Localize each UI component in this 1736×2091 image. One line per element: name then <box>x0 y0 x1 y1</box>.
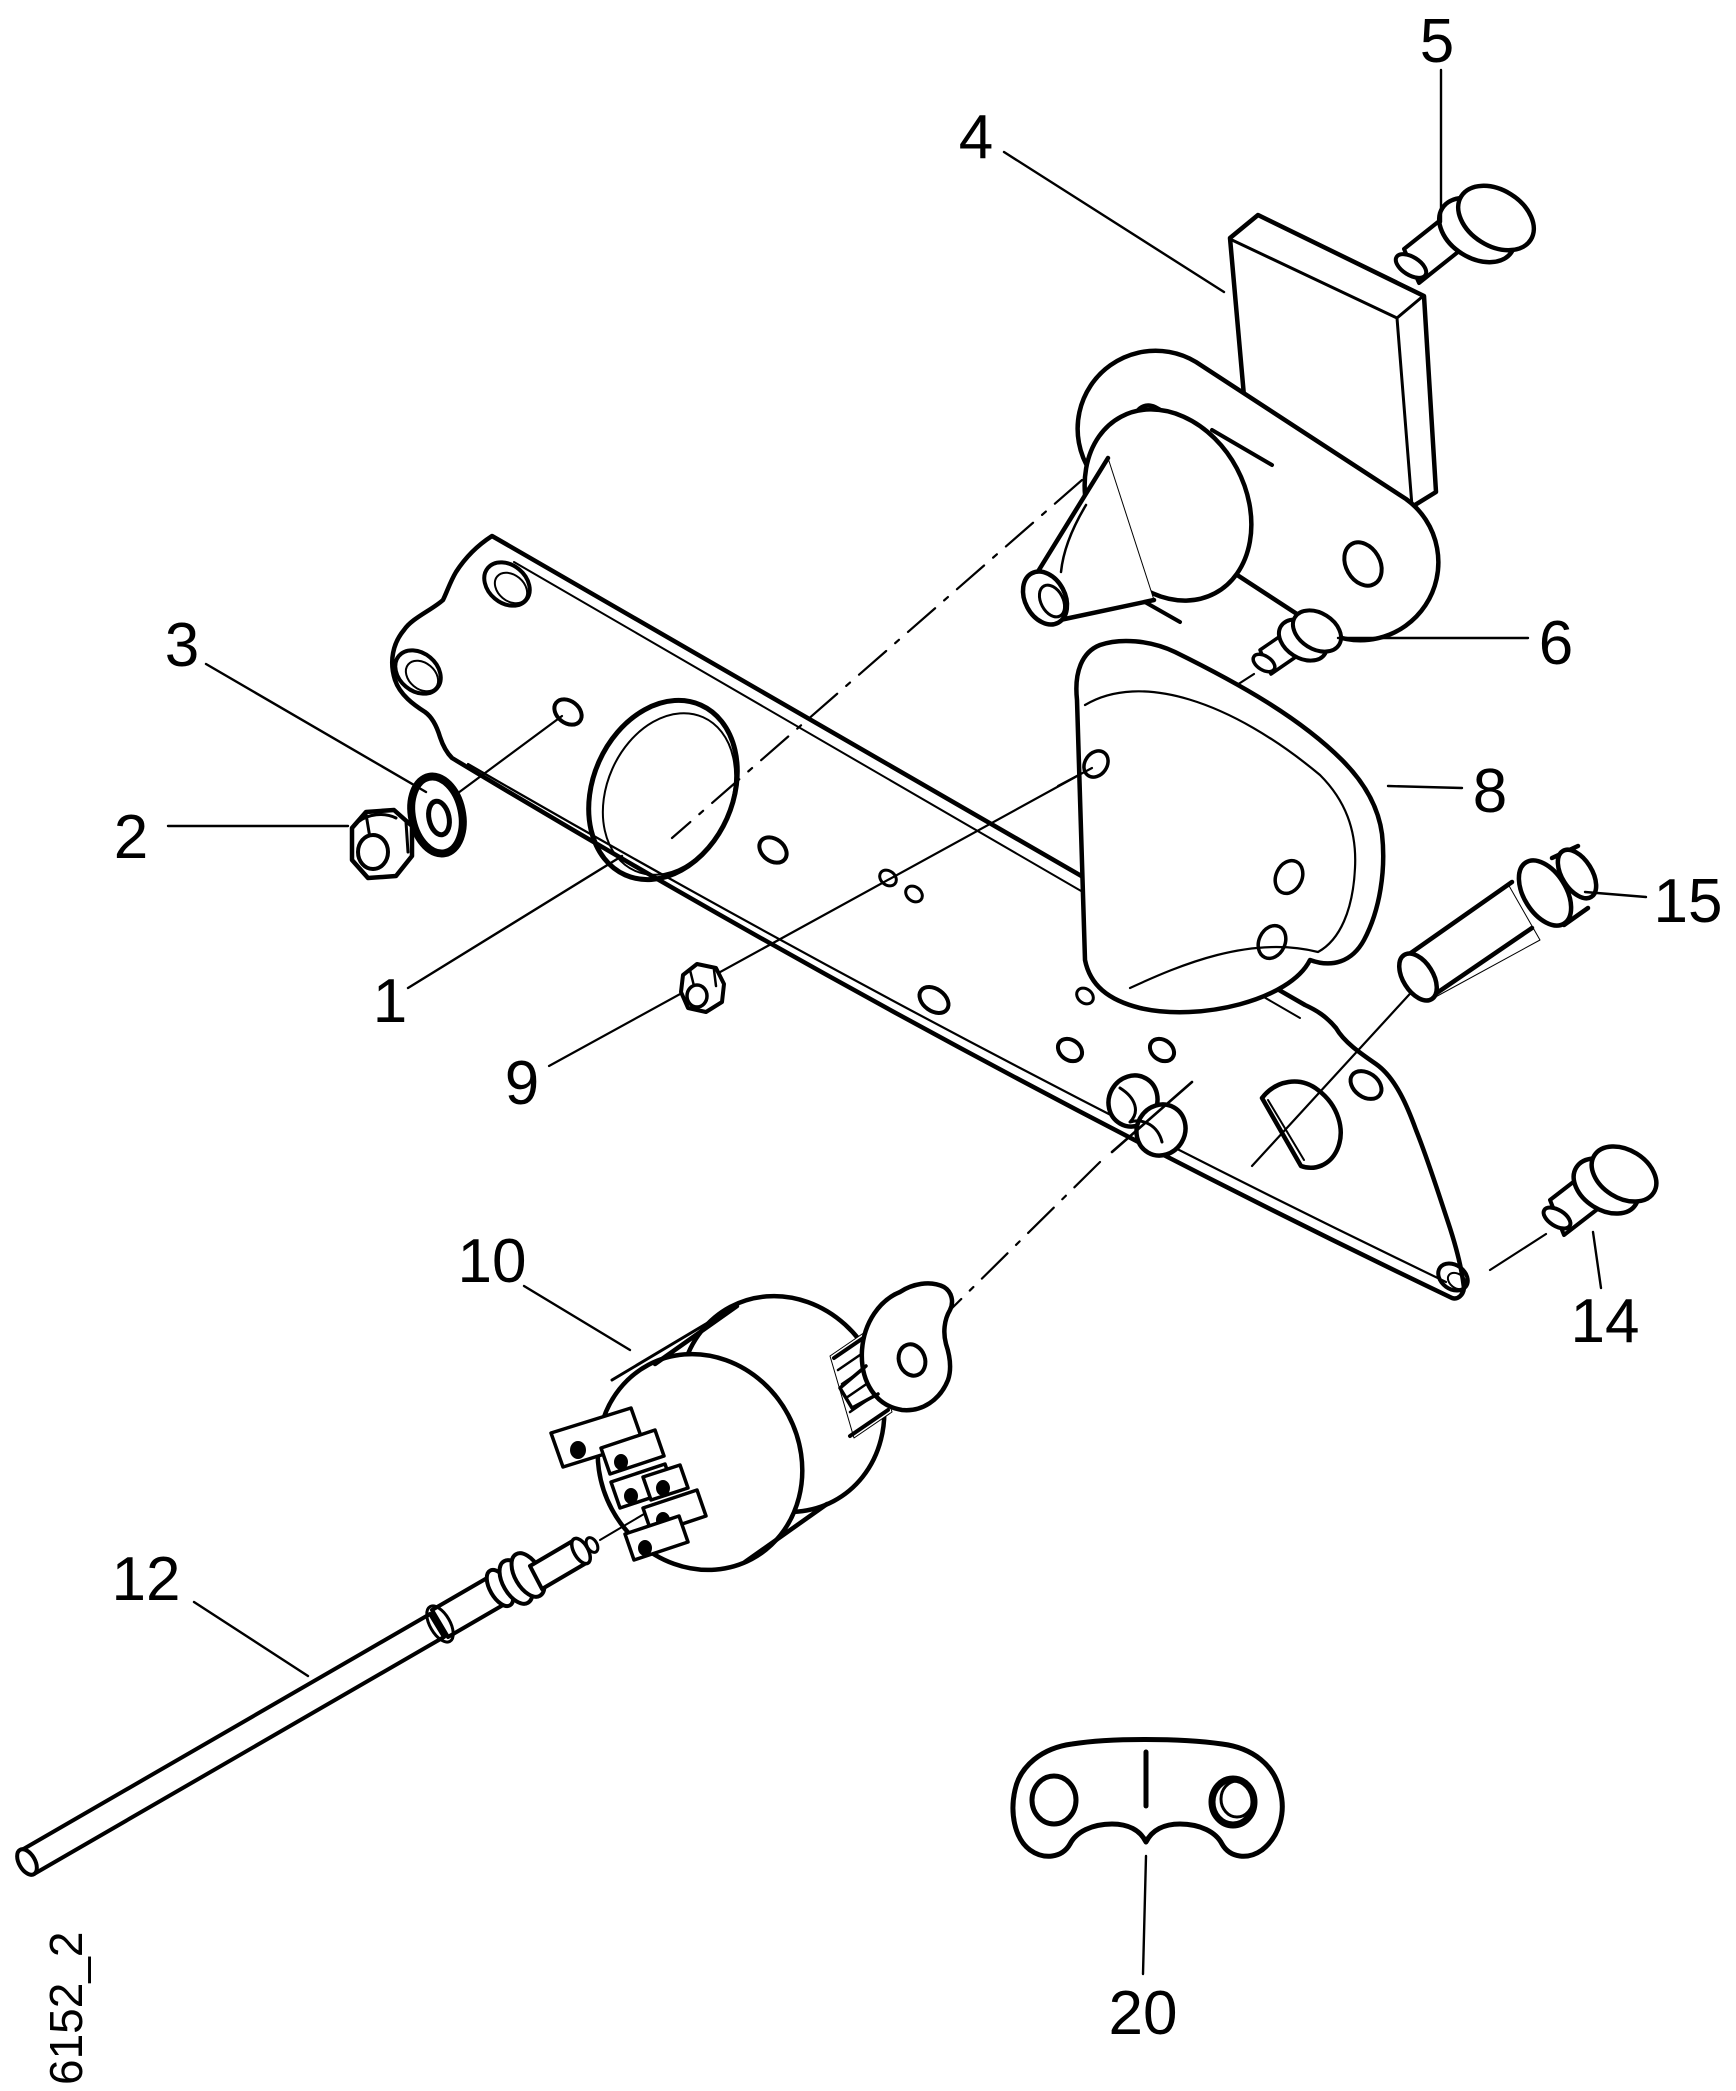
rivet-14 <box>1541 1144 1659 1237</box>
leader-20 <box>1141 1854 1148 1976</box>
cable-tube <box>18 1612 446 1876</box>
leader-8 <box>1386 784 1464 790</box>
safety-switch-assembly <box>1020 212 1441 643</box>
callout-2: 2 <box>114 803 148 872</box>
rivet14-axis <box>1488 1232 1548 1272</box>
callout-9: 9 <box>505 1049 539 1118</box>
callout-14: 14 <box>1571 1287 1640 1356</box>
panel-holes <box>393 560 1470 1293</box>
leader-15 <box>1583 890 1648 899</box>
clamp <box>1010 1737 1285 1859</box>
screw-6 <box>1251 608 1344 676</box>
centerline-key <box>938 1160 1102 1322</box>
leader-1 <box>406 854 624 990</box>
bolt-5 <box>1393 183 1537 285</box>
figure-code: 6152_2 <box>40 1932 92 2086</box>
keyhole-strike <box>1110 1080 1194 1154</box>
leader-14 <box>1591 1230 1603 1290</box>
bushing <box>1396 843 1599 1003</box>
ignition-key <box>838 1281 955 1413</box>
callout-10: 10 <box>458 1227 527 1296</box>
stud-line-9 <box>547 767 1092 1068</box>
callout-20: 20 <box>1109 1979 1178 2048</box>
callout-5: 5 <box>1420 7 1454 76</box>
callout-1: 1 <box>373 967 407 1036</box>
washer-3 <box>407 772 467 858</box>
hex-nut-2 <box>349 807 415 881</box>
callout-6: 6 <box>1539 609 1573 678</box>
switch-terminals <box>549 1406 708 1562</box>
callout-4: 4 <box>959 103 993 172</box>
cable-assembly <box>15 1513 645 1877</box>
leader-12 <box>192 1600 310 1678</box>
leader-4 <box>1002 150 1226 294</box>
leader-lines <box>166 68 1648 1976</box>
cover-pad <box>1056 638 1386 1015</box>
stud-hole-left <box>552 697 584 727</box>
ignition-switch <box>549 1281 955 1573</box>
centerline-solenoid <box>670 478 1084 840</box>
instrument-panel-plate <box>390 533 1470 1301</box>
callout-12: 12 <box>112 1545 181 1614</box>
hex-nut-9 <box>679 962 726 1014</box>
callout-8: 8 <box>1473 757 1507 826</box>
callout-15: 15 <box>1654 867 1723 936</box>
leader-10 <box>522 1284 632 1352</box>
keyhole-slot <box>1106 1073 1188 1158</box>
callout-labels: 1 2 3 4 5 6 8 9 10 12 14 15 20 <box>112 7 1723 2048</box>
leader-3 <box>204 662 428 794</box>
bushing-line <box>1250 983 1420 1168</box>
callout-3: 3 <box>165 611 199 680</box>
